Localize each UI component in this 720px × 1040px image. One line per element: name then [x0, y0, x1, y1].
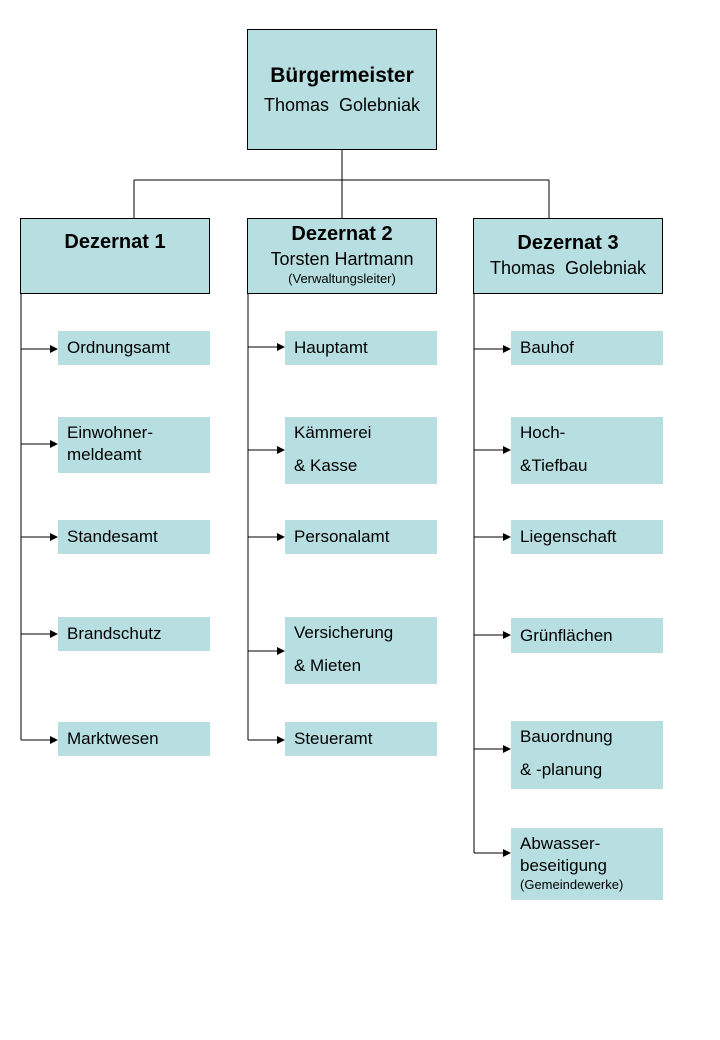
gruenflaechen-label: Grünflächen [520, 625, 613, 645]
versicherung-label-line2: & Mieten [294, 656, 362, 675]
dezernat-2-box: Dezernat 2 Torsten Hartmann (Verwaltungs… [247, 218, 437, 294]
brandschutz-label: Brandschutz [67, 624, 162, 643]
tiefbau-label-line1: Hoch- [520, 423, 566, 442]
mayor-title: Bürgermeister [270, 63, 414, 87]
bauordnung-box: Bauordnung & -planung [511, 721, 663, 789]
abwasser-label-note: (Gemeindewerke) [520, 877, 624, 892]
abwasser-box: Abwasser- beseitigung (Gemeindewerke) [511, 828, 663, 900]
mayor-name: Thomas Golebniak [263, 94, 421, 115]
dezernat-1-box: Dezernat 1 [20, 218, 210, 294]
einwohnermeldeamt-label-line2: meldeamt [67, 445, 142, 464]
kaemmerei-label-line1: Kämmerei [294, 423, 372, 442]
brandschutz-box: Brandschutz [58, 617, 210, 651]
steueramt-label: Steueramt [294, 729, 373, 748]
tiefbau-label-line2: &Tiefbau [520, 456, 588, 475]
gruenflaechen-box: Grünflächen [511, 618, 663, 653]
standesamt-box: Standesamt [58, 520, 210, 554]
personalamt-box: Personalamt [285, 520, 437, 554]
einwohnermeldeamt-label-line1: Einwohner- [67, 423, 153, 442]
bauhof-label: Bauhof [520, 338, 574, 357]
ordnungsamt-box: Ordnungsamt [58, 331, 210, 365]
einwohnermeldeamt-box: Einwohner- meldeamt [58, 417, 210, 473]
steueramt-box: Steueramt [285, 722, 437, 756]
dezernat-3-name: Thomas Golebniak [489, 258, 647, 278]
abwasser-label-line1: Abwasser- [520, 834, 601, 853]
hauptamt-box: Hauptamt [285, 331, 437, 365]
marktwesen-box: Marktwesen [58, 722, 210, 756]
kaemmerei-box: Kämmerei & Kasse [285, 417, 437, 484]
standesamt-label: Standesamt [67, 527, 158, 546]
versicherung-box: Versicherung & Mieten [285, 617, 437, 684]
hauptamt-label: Hauptamt [294, 338, 368, 357]
liegenschaft-box: Liegenschaft [511, 520, 663, 554]
dezernat-2-name: Torsten Hartmann [270, 249, 414, 269]
liegenschaft-label: Liegenschaft [520, 527, 617, 546]
dezernat-2-title: Dezernat 2 [291, 223, 393, 245]
abwasser-label-line2: beseitigung [520, 856, 607, 875]
bauhof-box: Bauhof [511, 331, 663, 365]
dezernat-1-title: Dezernat 1 [64, 231, 166, 253]
marktwesen-label: Marktwesen [67, 729, 159, 748]
mayor-box: Bürgermeister Thomas Golebniak [247, 29, 437, 150]
versicherung-label-line1: Versicherung [294, 623, 394, 642]
tiefbau-box: Hoch- &Tiefbau [511, 417, 663, 484]
bauordnung-label-line2: & -planung [520, 760, 603, 779]
dezernat-2-note: (Verwaltungsleiter) [288, 271, 396, 286]
personalamt-label: Personalamt [294, 527, 390, 546]
bauordnung-label-line1: Bauordnung [520, 727, 613, 746]
kaemmerei-label-line2: & Kasse [294, 456, 358, 475]
ordnungsamt-label: Ordnungsamt [67, 338, 170, 357]
dezernat-3-title: Dezernat 3 [517, 232, 619, 254]
dezernat-3-box: Dezernat 3 Thomas Golebniak [473, 218, 663, 294]
